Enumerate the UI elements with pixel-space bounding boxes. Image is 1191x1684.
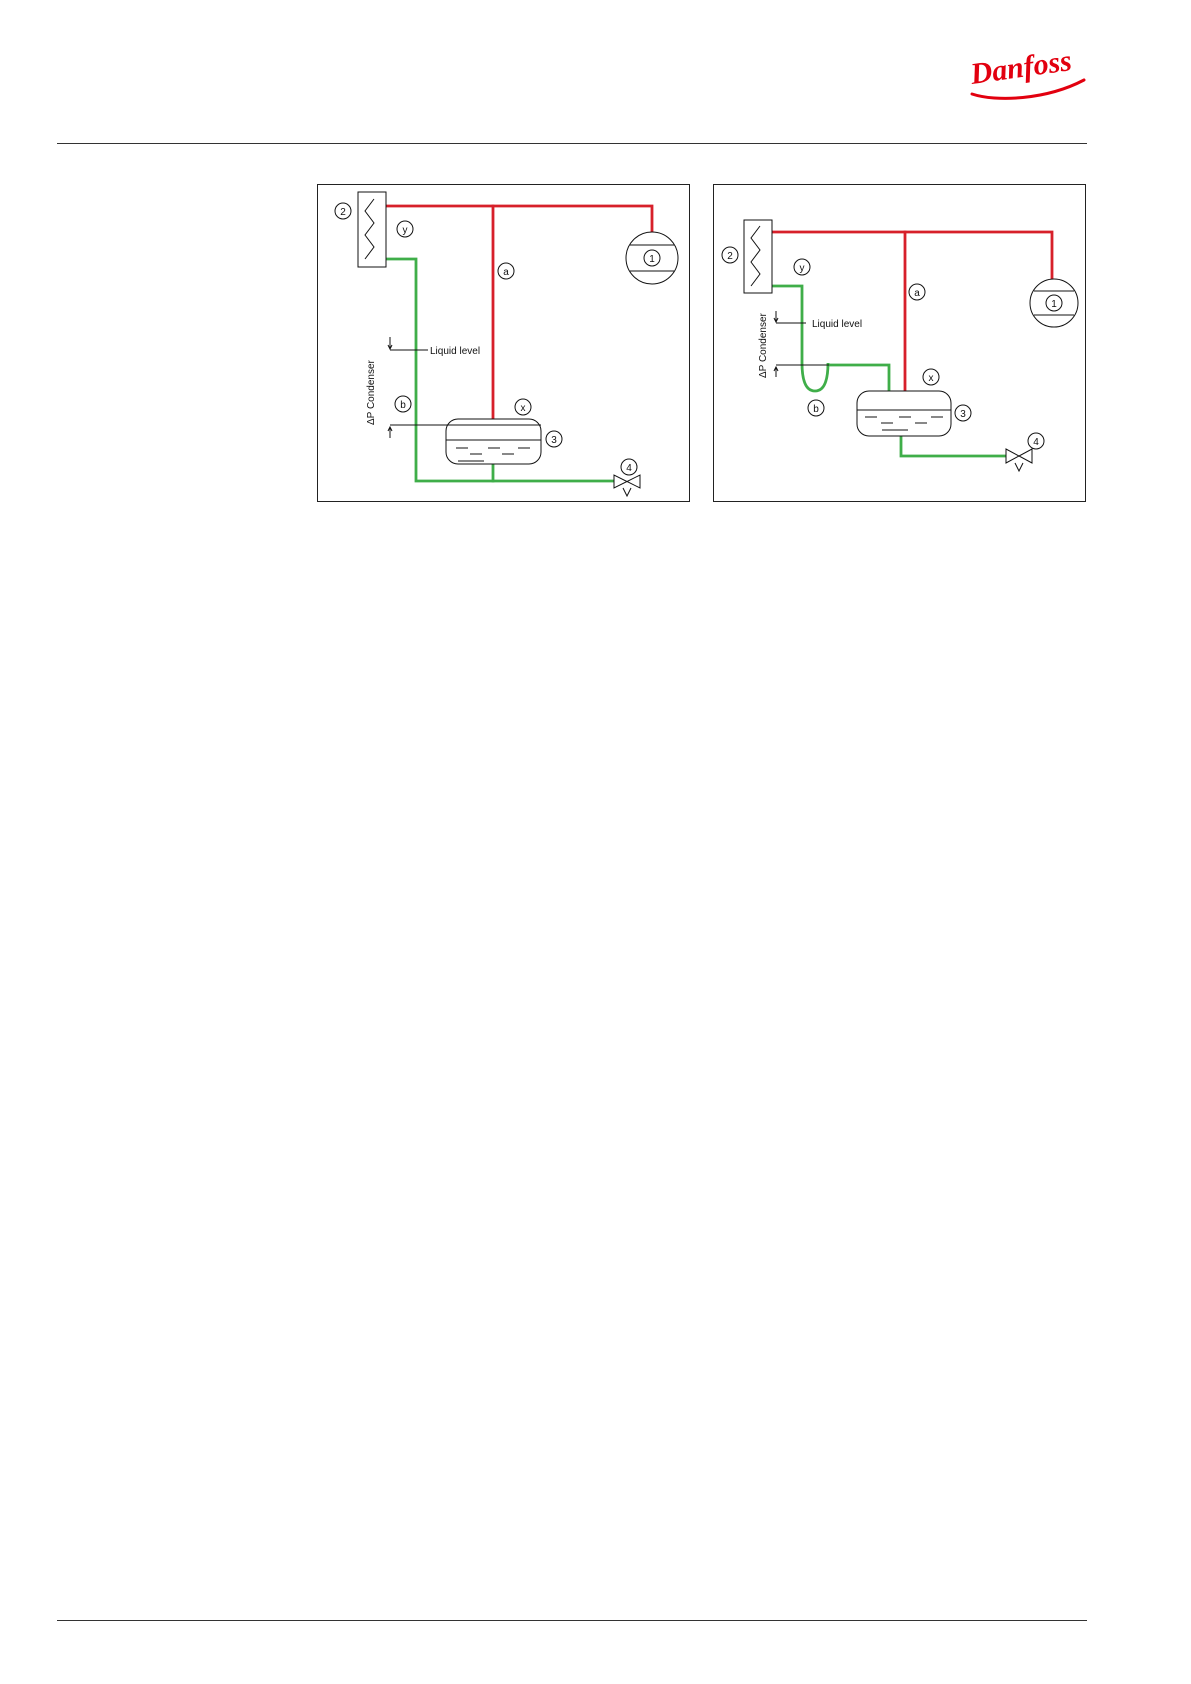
label-2: 2 — [727, 251, 733, 262]
liquid-level-label: Liquid level — [812, 319, 862, 330]
label-4: 4 — [1033, 437, 1039, 448]
valve-icon — [614, 475, 640, 496]
dp-condenser-annotation: Liquid level ΔP Condenser — [758, 311, 862, 378]
label-b: b — [400, 400, 406, 411]
label-x: x — [929, 373, 934, 384]
receiver-icon — [857, 391, 951, 436]
dp-condenser-label: ΔP Condenser — [366, 359, 377, 425]
condenser-icon — [358, 192, 386, 267]
liquid-level-label: Liquid level — [430, 346, 480, 357]
label-1: 1 — [649, 254, 655, 265]
receiver-icon — [446, 419, 541, 464]
label-y: y — [403, 225, 408, 236]
label-y: y — [800, 263, 805, 274]
dp-condenser-label: ΔP Condenser — [758, 312, 769, 378]
footer-rule — [57, 1620, 1087, 1621]
condenser-icon — [744, 220, 772, 293]
svg-text:Danfoss: Danfoss — [967, 50, 1073, 91]
diagram-left: 1 Liquid level ΔP Conde — [317, 184, 690, 502]
label-4: 4 — [626, 463, 632, 474]
label-b: b — [813, 404, 819, 415]
diagram-right: 1 Liquid level ΔP Conde — [713, 184, 1086, 502]
label-2: 2 — [340, 207, 346, 218]
label-1: 1 — [1051, 299, 1057, 310]
label-3: 3 — [960, 409, 966, 420]
label-a: a — [503, 267, 509, 278]
compressor-icon: 1 — [626, 232, 678, 284]
valve-icon — [1006, 449, 1032, 471]
label-3: 3 — [551, 435, 557, 446]
label-x: x — [521, 403, 526, 414]
label-a: a — [914, 288, 920, 299]
header-rule — [57, 143, 1087, 144]
danfoss-logo: Danfoss — [966, 50, 1090, 104]
compressor-icon: 1 — [1030, 279, 1078, 327]
